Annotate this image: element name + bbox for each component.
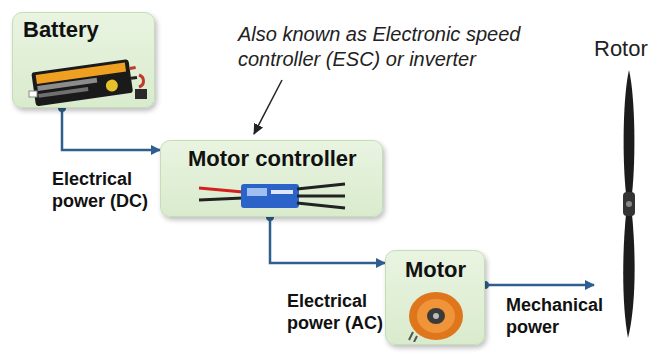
component-title: Rotor — [594, 36, 648, 62]
callout-leader — [254, 80, 282, 134]
esc-illustration — [197, 178, 347, 214]
component-box: Motor controller — [160, 140, 383, 217]
flow-label: Electrical power (DC) — [52, 168, 164, 212]
flow-label: Electrical power (AC) — [287, 290, 399, 334]
motor-illustration — [405, 286, 467, 342]
component-title: Battery — [23, 17, 99, 43]
component-title: Motor — [405, 257, 466, 283]
battery-illustration — [27, 51, 151, 109]
power-flow-connector — [270, 217, 385, 263]
power-flow-connector — [62, 108, 160, 150]
component-box: Battery — [12, 12, 155, 108]
propeller-illustration — [614, 66, 644, 342]
callout-note: Also known as Electronic speed controlle… — [238, 22, 573, 72]
power-flow-connector — [485, 284, 594, 287]
component-title: Motor controller — [188, 146, 357, 172]
flow-label: Mechanical power — [506, 294, 618, 338]
component-box: Motor — [385, 250, 485, 345]
